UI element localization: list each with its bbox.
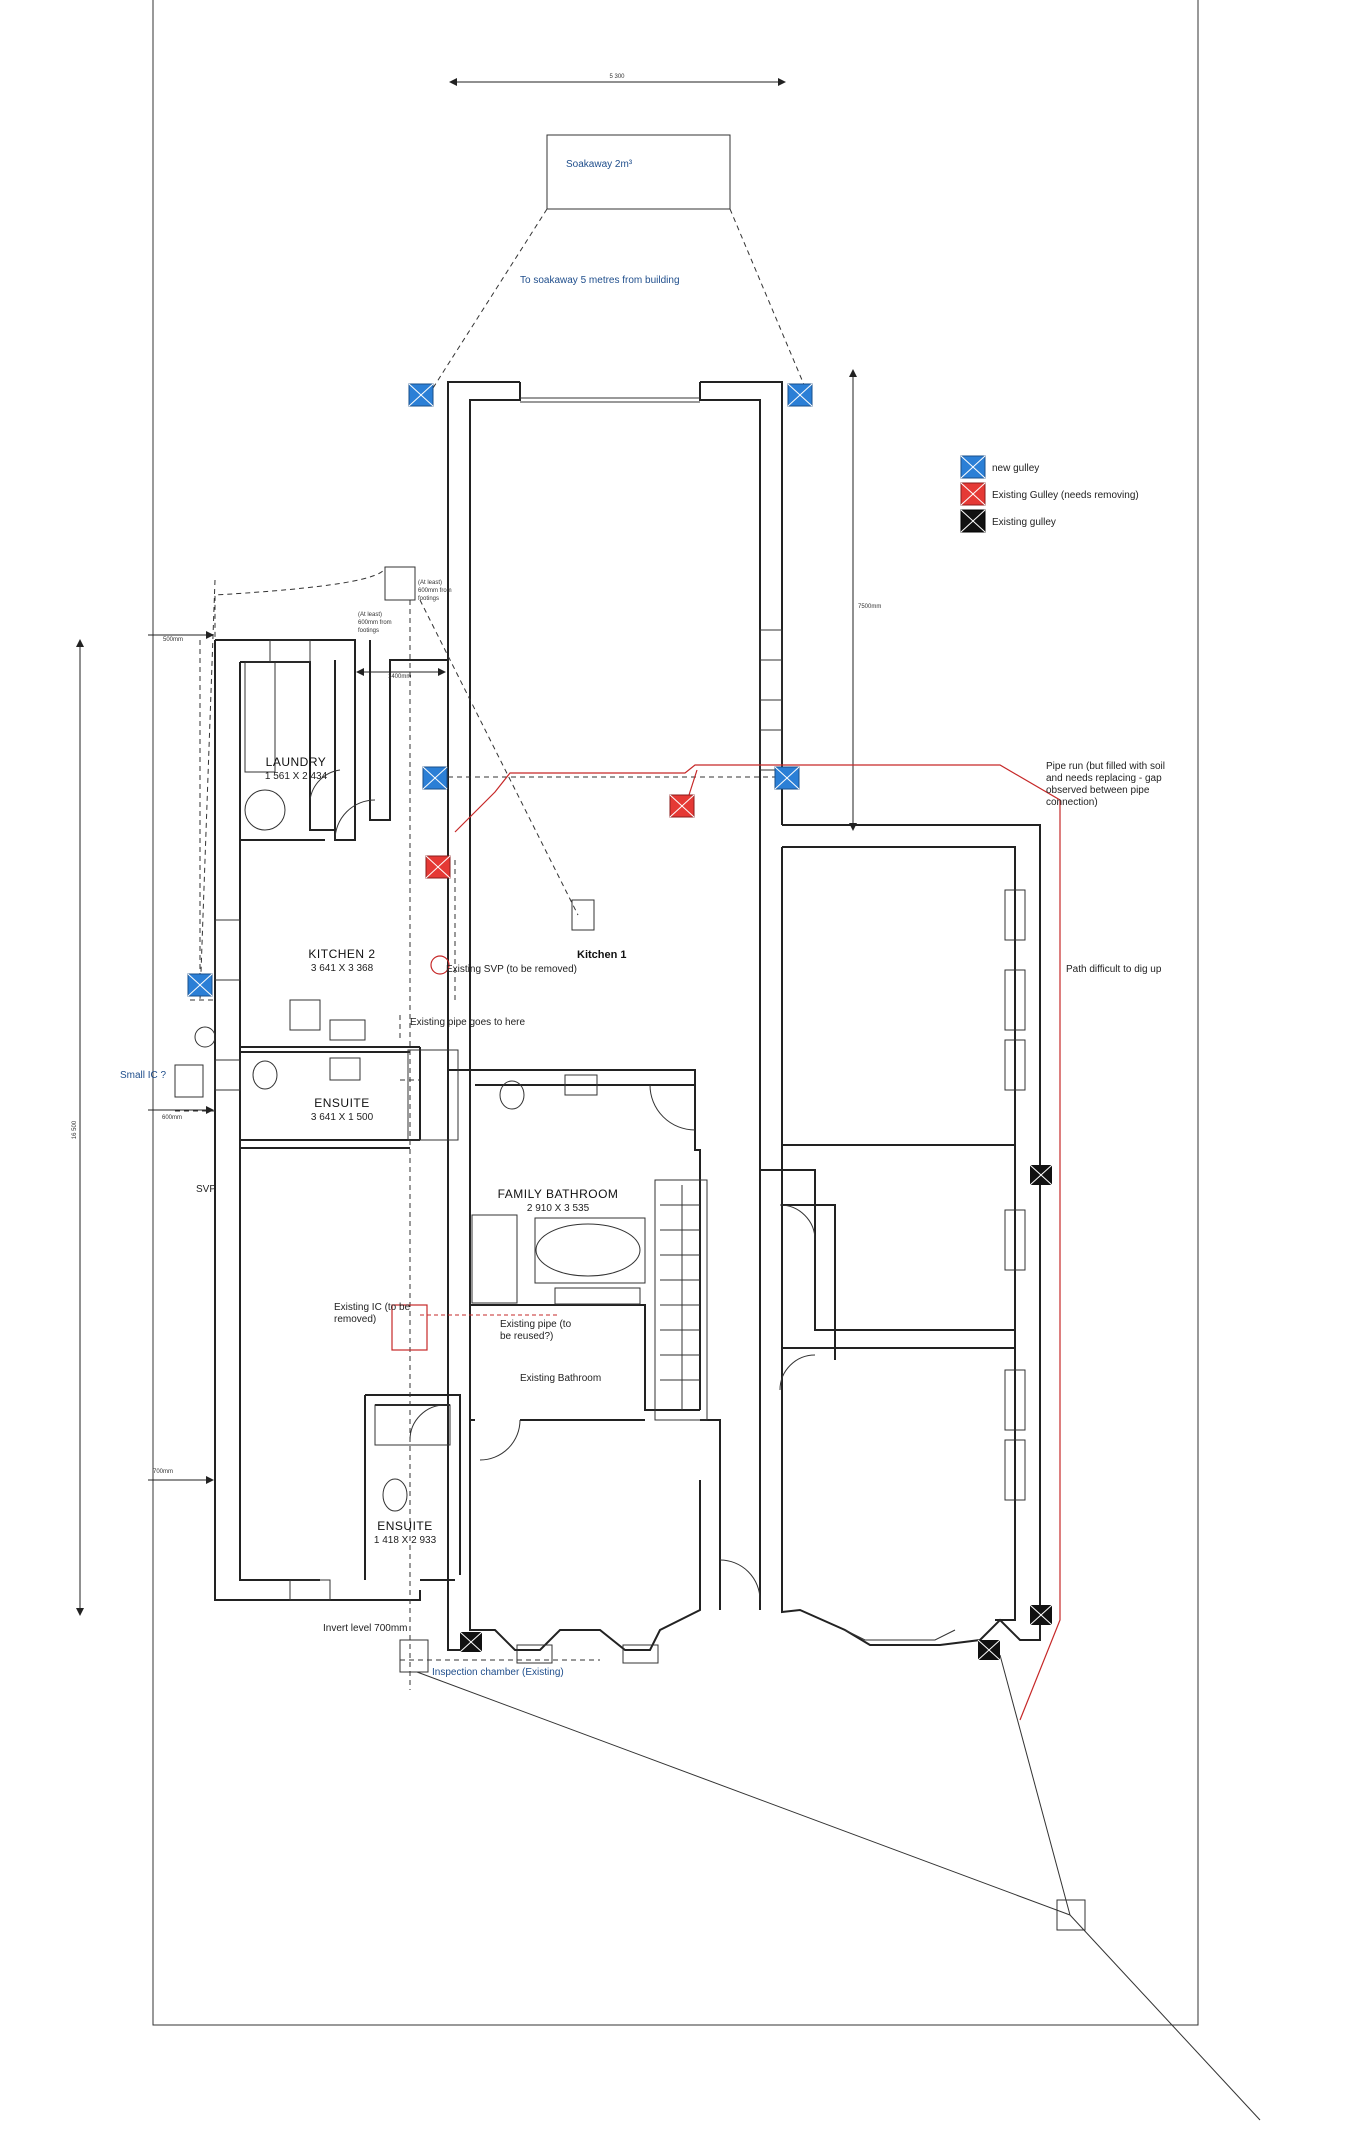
dim-500-label: 500mm <box>163 637 183 643</box>
soakaway-box <box>546 134 731 210</box>
family-bathroom-basin <box>564 1074 598 1096</box>
footings-note-a-1: (At least) <box>418 580 442 586</box>
existing-pipe-run <box>454 764 1061 1721</box>
svp-circle <box>194 1026 216 1048</box>
gulley-existing-remove-icon <box>669 794 695 818</box>
note-existing-svp: Existing SVP (to be removed) <box>446 964 577 975</box>
gulley-new-icon <box>787 383 813 407</box>
note-path-difficult: Path difficult to dig up <box>1066 964 1162 975</box>
site-boundary <box>152 0 1199 2026</box>
ensuite2-toilet <box>382 1478 408 1512</box>
footings-note-b-3: footings <box>358 628 379 634</box>
side-dimension-label: 16 500 <box>72 1120 78 1139</box>
top-dimension-label: 5 300 <box>609 74 625 80</box>
room-size-ensuite2: 1 418 X 2 933 <box>374 1535 437 1546</box>
drain-line-to-soakaway-right <box>729 208 811 400</box>
soakaway-note: To soakaway 5 metres from building <box>520 275 680 286</box>
note-svp: SVP <box>196 1184 216 1195</box>
new-inspection-chamber <box>384 566 416 601</box>
building-walls <box>214 381 1041 1664</box>
inspection-chamber-existing <box>399 1639 429 1673</box>
legend-new-gulley-label: new gulley <box>992 463 1039 474</box>
legend-existing-gulley-remove-icon <box>960 482 986 506</box>
room-size-family-bathroom: 2 910 X 3 535 <box>527 1203 590 1214</box>
outfall-chamber <box>1056 1899 1086 1931</box>
note-existing-ic-2: removed) <box>334 1314 376 1325</box>
gulley-existing-remove-icon <box>425 855 451 879</box>
room-name-laundry: LAUNDRY <box>266 755 327 769</box>
room-name-ensuite2: ENSUITE <box>377 1519 433 1533</box>
dimension-7500-label: 7500mm <box>858 604 881 610</box>
legend-existing-gulley-remove-label: Existing Gulley (needs removing) <box>992 490 1139 501</box>
dim-700-label: 700mm <box>153 1469 173 1475</box>
room-name-ensuite1: ENSUITE <box>314 1096 370 1110</box>
existing-svp-marker <box>430 955 450 975</box>
ensuite2-shower <box>374 1404 451 1446</box>
family-bathroom-bath <box>535 1223 641 1277</box>
note-pipe-run-2: and needs replacing - gap <box>1046 773 1162 784</box>
footings-note-b-1: (At least) <box>358 612 382 618</box>
room-name-kitchen1: Kitchen 1 <box>577 949 627 961</box>
note-invert-level: Invert level 700mm <box>323 1623 407 1634</box>
room-name-family-bathroom: FAMILY BATHROOM <box>498 1187 619 1201</box>
gulley-new-icon <box>422 766 448 790</box>
laundry-worktop <box>244 661 276 773</box>
family-bathroom-toilet <box>499 1080 525 1110</box>
room-name-existing-bathroom: Existing Bathroom <box>520 1373 601 1384</box>
soakaway-label: Soakaway 2m³ <box>566 159 633 170</box>
footings-note-a-2: 600mm from <box>418 588 452 594</box>
room-size-ensuite1: 3 641 X 1 500 <box>311 1112 374 1123</box>
family-bathroom-shower <box>471 1214 518 1304</box>
legend-existing-gulley-label: Existing gulley <box>992 517 1056 528</box>
existing-ic-marker <box>391 1304 428 1351</box>
dim-600-label: 600mm <box>162 1115 182 1121</box>
gulley-existing-icon <box>1029 1604 1053 1626</box>
gulley-new-icon <box>187 973 213 997</box>
note-existing-pipe-reused-1: Existing pipe (to <box>500 1319 572 1330</box>
gulley-existing-icon <box>1029 1164 1053 1186</box>
note-inspection-chamber: Inspection chamber (Existing) <box>432 1667 564 1678</box>
note-pipe-run-4: connection) <box>1046 797 1098 808</box>
legend-existing-gulley-icon <box>960 509 986 533</box>
ensuite-basin <box>329 1057 361 1081</box>
note-pipe-run-1: Pipe run (but filled with soil <box>1046 761 1165 772</box>
note-existing-pipe-goes: Existing pipe goes to here <box>410 1017 526 1028</box>
dim-1400-label: 1400mm <box>388 674 411 680</box>
ensuite-shower <box>407 1049 459 1141</box>
note-pipe-run-3: observed between pipe <box>1046 785 1150 796</box>
legend-new-gulley-icon <box>960 455 986 479</box>
footings-note-b-2: 600mm from <box>358 620 392 626</box>
room-name-kitchen2: KITCHEN 2 <box>308 947 375 961</box>
footings-note-a-3: footings <box>418 596 439 602</box>
ensuite-toilet <box>252 1060 278 1090</box>
note-existing-pipe-reused-2: be reused?) <box>500 1331 553 1342</box>
gulley-existing-icon <box>459 1631 483 1653</box>
kitchen1-fixture <box>571 899 595 931</box>
room-size-laundry: 1 561 X 2 434 <box>265 771 328 782</box>
gulley-new-icon <box>408 383 434 407</box>
laundry-washer <box>244 789 286 831</box>
note-small-ic: Small IC ? <box>120 1070 167 1081</box>
room-size-kitchen2: 3 641 X 3 368 <box>311 963 374 974</box>
note-existing-ic-1: Existing IC (to be <box>334 1302 411 1313</box>
drain-lines <box>175 566 1261 2121</box>
legend: new gulley Existing Gulley (needs removi… <box>960 455 1139 533</box>
small-ic-box <box>174 1064 204 1098</box>
family-bathroom-bath-frame <box>534 1217 646 1284</box>
gulley-existing-icon <box>977 1639 1001 1661</box>
gulley-new-icon <box>774 766 800 790</box>
drain-line-to-soakaway-left <box>425 208 548 400</box>
